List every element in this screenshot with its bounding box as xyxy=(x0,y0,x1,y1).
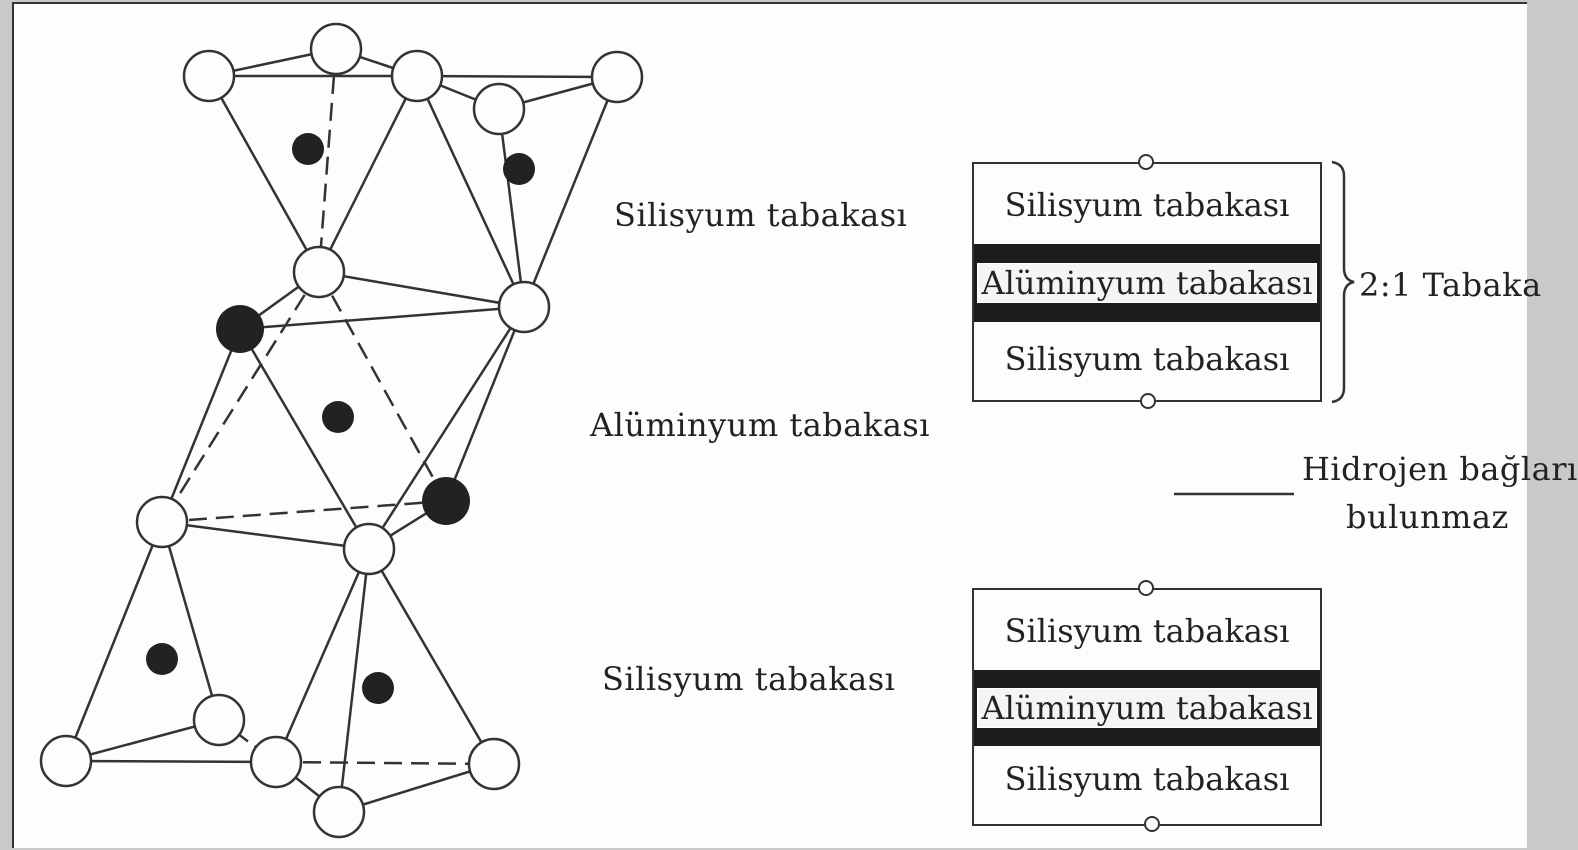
layer-unit-1: Silisyum tabakası Alüminyum tabakası Sil… xyxy=(972,162,1322,402)
hydroxyl-circle-icon xyxy=(1140,393,1156,409)
unit-1-silicon-bottom: Silisyum tabakası xyxy=(1004,340,1290,378)
layer-unit-2: Silisyum tabakası Alüminyum tabakası Sil… xyxy=(972,588,1322,826)
unit-2-silicon-bottom: Silisyum tabakası xyxy=(1004,760,1290,798)
label-aluminum-middle: Alüminyum tabakası xyxy=(590,406,930,444)
crystal-structure-drawing xyxy=(39,22,644,839)
label-absent: bulunmaz xyxy=(1346,498,1509,536)
hydroxyl-circle-icon xyxy=(1138,154,1154,170)
label-silicon-bottom: Silisyum tabakası xyxy=(602,660,896,698)
unit-2-aluminum-layer: Alüminyum tabakası xyxy=(974,670,1320,746)
label-two-to-one-layer: 2:1 Tabaka xyxy=(1359,266,1542,304)
hydroxyl-circle-icon xyxy=(1144,816,1160,832)
unit-1-aluminum-layer: Alüminyum tabakası xyxy=(974,244,1320,322)
label-hydrogen-bonds: Hidrojen bağları xyxy=(1302,450,1578,488)
diagram-frame: Silisyum tabakası Alüminyum tabakası Sil… xyxy=(12,2,1577,848)
unit-1-silicon-top: Silisyum tabakası xyxy=(1004,186,1290,224)
unit-2-silicon-top: Silisyum tabakası xyxy=(1004,612,1290,650)
unit-2-aluminum-label: Alüminyum tabakası xyxy=(976,688,1318,728)
label-silicon-top: Silisyum tabakası xyxy=(614,196,908,234)
unit-1-aluminum-label: Alüminyum tabakası xyxy=(976,263,1318,303)
hydroxyl-circle-icon xyxy=(1138,580,1154,596)
